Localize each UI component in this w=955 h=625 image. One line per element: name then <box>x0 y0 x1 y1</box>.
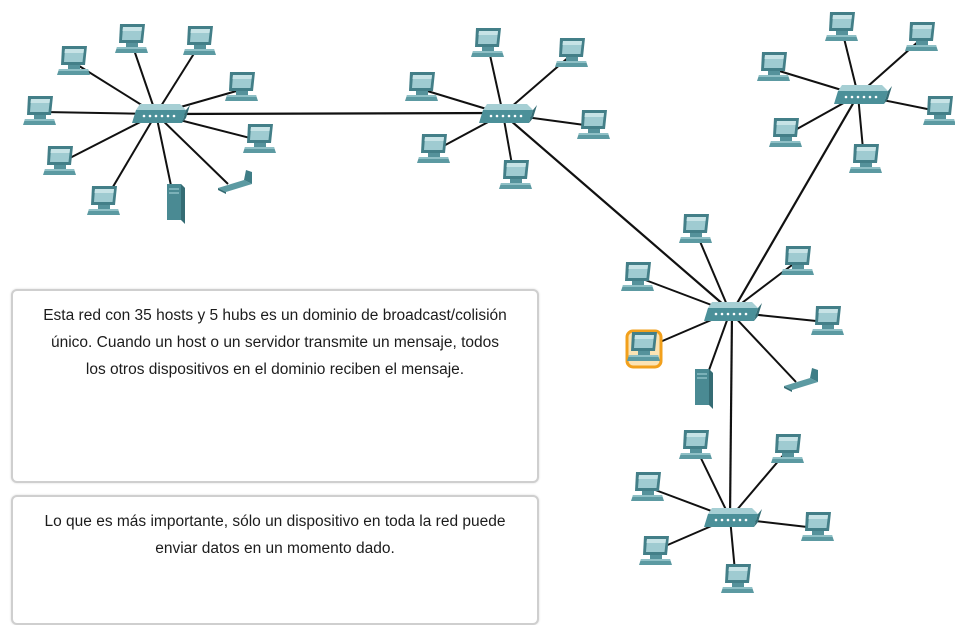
pc-icon <box>23 96 56 125</box>
pc-icon-highlighted <box>627 332 660 361</box>
pc-icon <box>243 124 276 153</box>
highlighted-host <box>625 329 663 369</box>
pc-icon <box>923 96 955 125</box>
pc-icon <box>471 28 504 57</box>
laptop-icon <box>218 170 252 194</box>
note-box: Lo que es más importante, sólo un dispos… <box>11 495 539 625</box>
link-hub3-hub4 <box>731 94 859 313</box>
pc-icon <box>57 46 90 75</box>
pc-icon <box>801 512 834 541</box>
pc-icon <box>679 430 712 459</box>
pc-icon <box>849 144 882 173</box>
note-text: Lo que es más importante, sólo un dispos… <box>44 513 506 557</box>
link-hub2-hub4 <box>502 113 733 313</box>
laptop-icon <box>784 368 818 392</box>
pc-icon <box>769 118 802 147</box>
hub-4 <box>704 302 762 321</box>
pc-icon <box>781 246 814 275</box>
pc-icon <box>225 72 258 101</box>
pc-icon <box>555 38 588 67</box>
pc-icon <box>87 186 120 215</box>
pc-icon <box>811 306 844 335</box>
pc-icon <box>621 262 654 291</box>
description-text: Esta red con 35 hosts y 5 hubs es un dom… <box>43 307 507 378</box>
hub-3 <box>834 85 892 104</box>
pc-icon <box>825 12 858 41</box>
backbone-links <box>159 94 859 519</box>
pc-icon <box>43 146 76 175</box>
pc-icon <box>115 24 148 53</box>
pc-icon <box>679 214 712 243</box>
pc-icon <box>577 110 610 139</box>
pc-icon <box>757 52 790 81</box>
link-hub4-hub5 <box>728 311 734 519</box>
pc-icon <box>905 22 938 51</box>
hub-1 <box>132 104 190 123</box>
hub-2 <box>479 104 537 123</box>
server-icon <box>167 184 185 224</box>
pc-icon <box>499 160 532 189</box>
pc-icon <box>771 434 804 463</box>
pc-icon <box>405 72 438 101</box>
pc-icon <box>721 564 754 593</box>
pc-icon <box>639 536 672 565</box>
server-icon <box>695 369 713 409</box>
hub-5 <box>704 508 762 527</box>
description-box: Esta red con 35 hosts y 5 hubs es un dom… <box>11 289 539 483</box>
pc-icon <box>631 472 664 501</box>
pc-icon <box>417 134 450 163</box>
pc-icon <box>183 26 216 55</box>
link-hub1-hub2 <box>159 111 501 116</box>
